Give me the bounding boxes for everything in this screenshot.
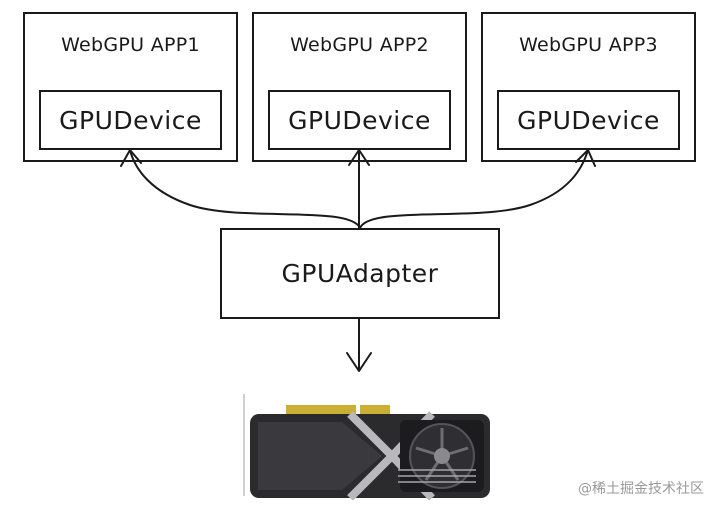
arrowhead-hardware [346,352,372,372]
arrowhead-app2 [348,149,370,166]
arrow-to-app3 [359,149,589,229]
app-box-2: WebGPU APP2 GPUDevice [252,12,467,162]
watermark: @稀土掘金技术社区 [578,481,704,497]
gpu-device-box: GPUDevice [268,90,451,150]
graphics-card-icon [243,394,490,500]
arrow-to-app1 [129,149,361,229]
app-box-1: WebGPU APP1 GPUDevice [23,12,238,162]
app-title: WebGPU APP3 [519,34,658,56]
gpu-adapter-box: GPUAdapter [220,228,500,319]
app-title: WebGPU APP2 [290,34,429,56]
app-box-3: WebGPU APP3 GPUDevice [481,12,696,162]
app-title: WebGPU APP1 [61,34,200,56]
gpu-device-box: GPUDevice [39,90,222,150]
gpu-device-box: GPUDevice [497,90,680,150]
arrowhead-app3 [575,149,596,167]
arrowhead-app1 [120,149,142,167]
